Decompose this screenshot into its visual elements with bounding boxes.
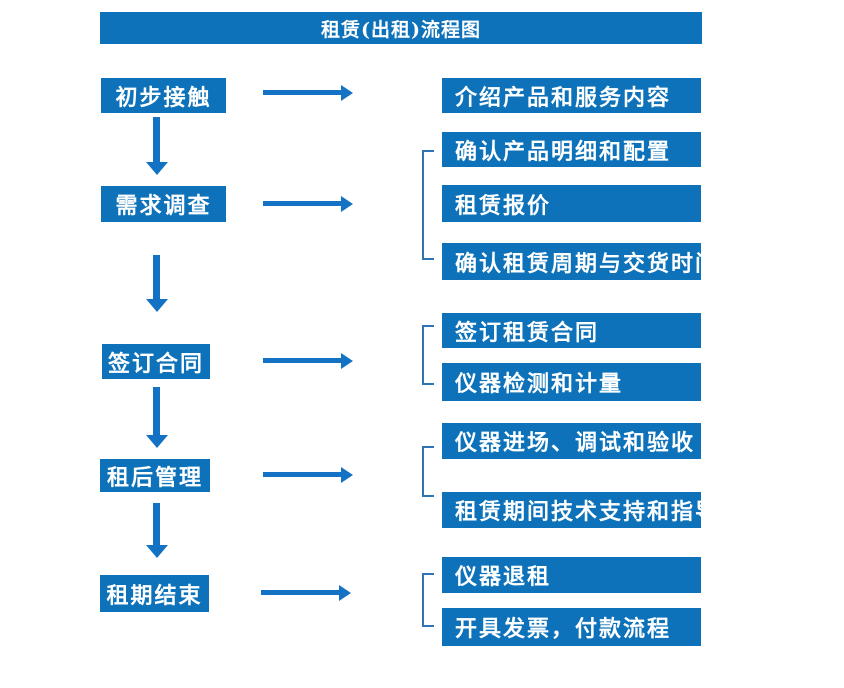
down-arrow-2 bbox=[146, 255, 168, 312]
right-arrow-4 bbox=[263, 467, 353, 483]
arrow-shaft bbox=[263, 201, 342, 206]
down-arrow-1 bbox=[146, 117, 168, 175]
arrow-shaft bbox=[263, 358, 342, 363]
group-bracket-post-rental bbox=[422, 446, 434, 497]
arrow-head-icon bbox=[146, 435, 168, 448]
output-box-confirm-rental-period: 确认租赁周期与交货时间 bbox=[442, 243, 717, 280]
arrow-head-icon bbox=[146, 545, 168, 558]
down-arrow-4 bbox=[146, 503, 168, 558]
right-arrow-3 bbox=[263, 353, 353, 369]
right-arrow-1 bbox=[263, 85, 353, 101]
output-box-invoice-payment: 开具发票，付款流程 bbox=[442, 608, 701, 646]
right-arrow-2 bbox=[263, 196, 353, 212]
output-box-instrument-installation: 仪器进场、调试和验收 bbox=[442, 423, 701, 459]
group-bracket-demand-survey bbox=[422, 150, 434, 260]
arrow-head-icon bbox=[146, 162, 168, 175]
output-box-instrument-inspection: 仪器检测和计量 bbox=[442, 363, 701, 401]
arrow-shaft bbox=[153, 503, 160, 546]
arrow-shaft bbox=[263, 90, 342, 95]
stage-box-sign-contract: 签订合同 bbox=[102, 344, 210, 379]
page-title: 租赁(出租)流程图 bbox=[321, 18, 481, 41]
arrow-shaft bbox=[263, 472, 342, 477]
output-box-rental-quote: 租赁报价 bbox=[442, 185, 701, 222]
stage-box-demand-survey: 需求调查 bbox=[101, 186, 226, 222]
arrow-shaft bbox=[153, 255, 160, 300]
group-bracket-sign-contract bbox=[422, 325, 434, 385]
right-arrow-5 bbox=[261, 585, 351, 601]
arrow-head-icon bbox=[341, 467, 353, 483]
output-box-confirm-product-details: 确认产品明细和配置 bbox=[442, 132, 701, 167]
arrow-shaft bbox=[261, 590, 340, 595]
output-box-instrument-return: 仪器退租 bbox=[442, 557, 701, 593]
output-box-introduce-products: 介绍产品和服务内容 bbox=[442, 78, 701, 113]
group-bracket-rental-end bbox=[422, 573, 434, 627]
arrow-head-icon bbox=[341, 196, 353, 212]
down-arrow-3 bbox=[146, 387, 168, 448]
arrow-head-icon bbox=[341, 85, 353, 101]
arrow-shaft bbox=[153, 117, 160, 163]
arrow-head-icon bbox=[146, 299, 168, 312]
output-box-sign-rental-contract: 签订租赁合同 bbox=[442, 313, 701, 348]
stage-box-initial-contact: 初步接触 bbox=[101, 78, 226, 113]
output-box-technical-support: 租赁期间技术支持和指导 bbox=[442, 492, 717, 528]
arrow-shaft bbox=[153, 387, 160, 436]
title-bar: 租赁(出租)流程图 bbox=[100, 12, 702, 44]
stage-box-rental-end: 租期结束 bbox=[100, 575, 209, 612]
stage-box-post-rental-management: 租后管理 bbox=[100, 459, 210, 492]
arrow-head-icon bbox=[339, 585, 351, 601]
arrow-head-icon bbox=[341, 353, 353, 369]
